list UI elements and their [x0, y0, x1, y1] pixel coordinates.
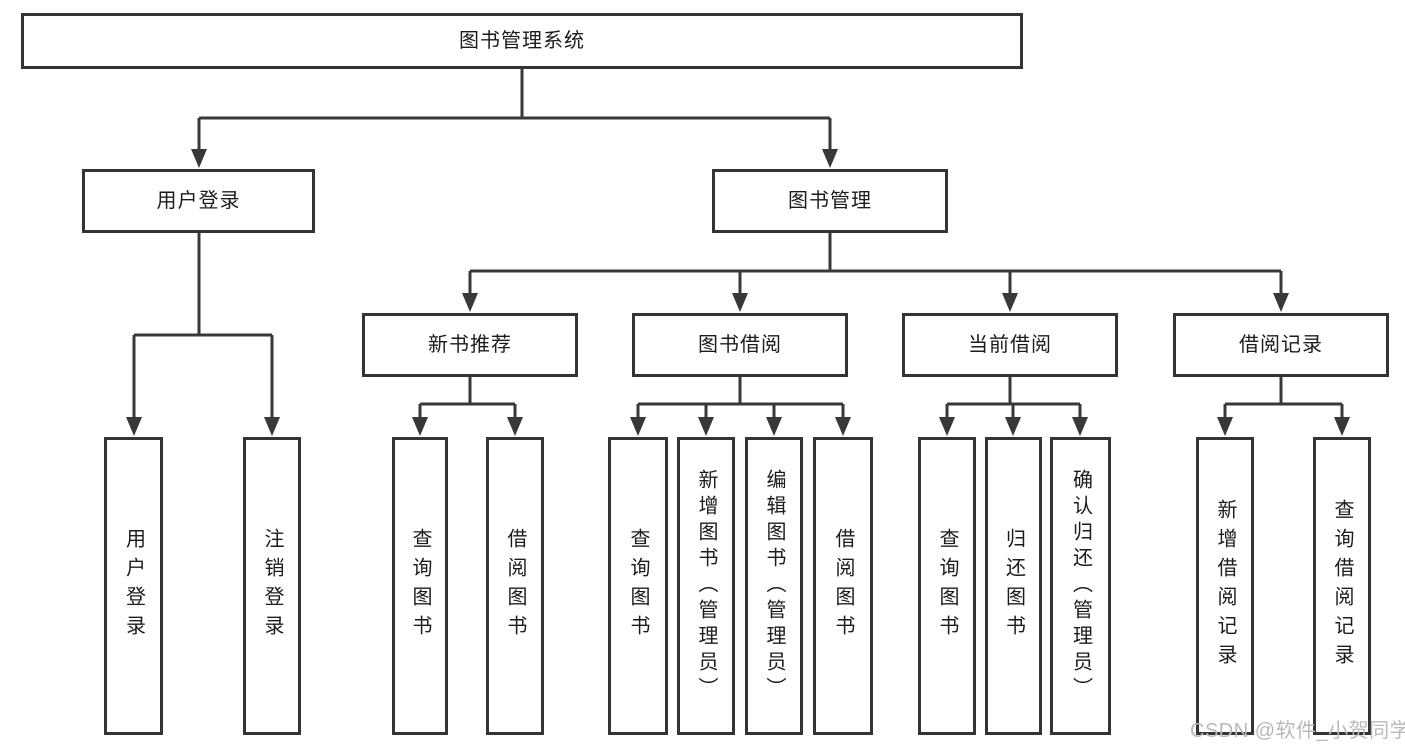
node-label: 新书推荐	[428, 334, 512, 356]
node-leaf-confirm-return-admin: 确认归还（管理员）	[1050, 437, 1111, 735]
node-label: 编辑图书（管理员）	[763, 469, 785, 703]
node-leaf-query-books: 查询图书	[918, 437, 976, 735]
node-leaf-query-borrow-record: 查询借阅记录	[1313, 437, 1371, 735]
node-label: 查询借阅记录	[1331, 499, 1353, 673]
node-library-management-system: 图书管理系统	[21, 13, 1023, 69]
node-leaf-query-books: 查询图书	[392, 437, 448, 735]
node-leaf-return-books: 归还图书	[985, 437, 1042, 735]
node-leaf-borrow-books: 借阅图书	[486, 437, 544, 735]
node-book-borrowing: 图书借阅	[632, 313, 848, 377]
node-label: 借阅图书	[504, 528, 526, 644]
csdn-watermark: CSDN @软件_小贺同学	[1190, 720, 1405, 742]
node-label: 查询图书	[936, 528, 958, 644]
node-leaf-add-books-admin: 新增图书（管理员）	[677, 437, 735, 735]
node-label: 归还图书	[1002, 528, 1025, 644]
node-leaf-query-books: 查询图书	[608, 437, 668, 735]
node-user-login: 用户登录	[82, 169, 315, 233]
node-book-management: 图书管理	[712, 169, 948, 233]
node-label: 注销登录	[261, 528, 283, 644]
node-leaf-logout: 注销登录	[243, 437, 301, 735]
node-label: 图书借阅	[698, 334, 782, 356]
arrowheads	[126, 149, 1350, 436]
node-label: 图书管理系统	[459, 30, 585, 52]
node-label: 用户登录	[156, 190, 241, 212]
node-label: 确认归还（管理员）	[1069, 469, 1092, 703]
node-borrowing-records: 借阅记录	[1173, 313, 1389, 377]
node-leaf-user-login: 用户登录	[104, 437, 163, 735]
node-leaf-add-borrow-record: 新增借阅记录	[1196, 437, 1254, 735]
node-leaf-edit-books-admin: 编辑图书（管理员）	[745, 437, 803, 735]
node-new-book-recommendation: 新书推荐	[362, 313, 578, 377]
node-label: 图书管理	[788, 190, 872, 212]
node-label: 新增借阅记录	[1214, 499, 1236, 673]
node-label: 用户登录	[122, 528, 145, 644]
node-label: 借阅记录	[1239, 334, 1323, 356]
node-current-borrowing: 当前借阅	[902, 313, 1118, 377]
node-label: 查询图书	[627, 528, 649, 644]
node-label: 查询图书	[409, 528, 431, 644]
node-leaf-borrow-books: 借阅图书	[813, 437, 873, 735]
node-label: 当前借阅	[968, 334, 1052, 356]
node-label: 新增图书（管理员）	[695, 469, 717, 703]
node-label: 借阅图书	[832, 528, 854, 644]
